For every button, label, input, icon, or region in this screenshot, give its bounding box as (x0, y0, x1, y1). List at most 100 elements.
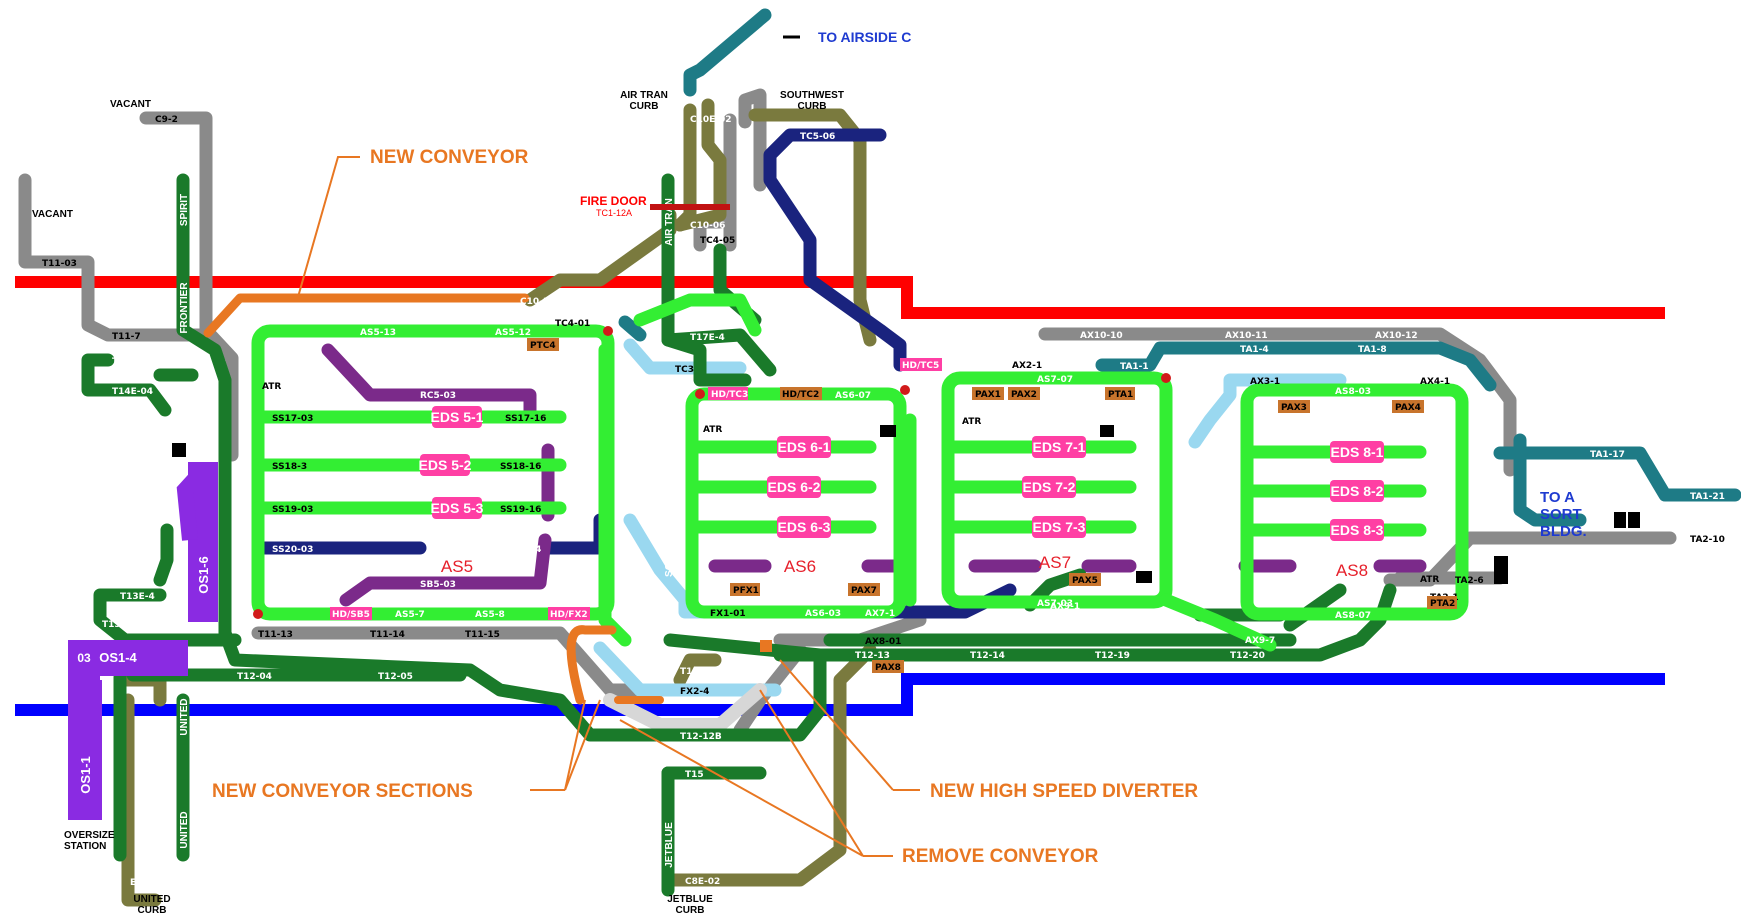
area-as8-label: AS8 (1336, 561, 1368, 580)
seg-tc5-06: TC5-06 (800, 132, 835, 142)
label-united-2: UNITED (179, 811, 190, 848)
seg-fx2-4: FX2-4 (680, 687, 709, 697)
seg-ta1-17: TA1-17 (1590, 450, 1625, 460)
eds-6-3-label: EDS 6-3 (778, 519, 831, 535)
seg-t12-19: T12-19 (1095, 651, 1130, 661)
callout-remove-conveyor: REMOVE CONVEYOR (902, 846, 1099, 867)
seg-ss20-03: SS20-03 (272, 545, 313, 555)
oversize-station-label: OVERSIZESTATION (64, 830, 115, 852)
seg-e-024: E-024 (130, 878, 159, 888)
eds-7-1-label: EDS 7-1 (1033, 439, 1086, 455)
seg-ta1-1: TA1-1 (1120, 362, 1149, 372)
seg-t12-14: T12-14 (970, 651, 1005, 661)
seg-t12-05: T12-05 (378, 672, 413, 682)
seg-c9-2: C9-2 (155, 115, 178, 125)
seg-ax9-7: AX9-7 (1245, 636, 1275, 646)
seg-ax9-1: AX9-1 (1050, 602, 1080, 612)
seg-as5-13: AS5-13 (360, 328, 396, 338)
seg-ax10-12: AX10-12 (1375, 331, 1418, 341)
seg-tc4-05: TC4-05 (700, 236, 735, 246)
tag-pfx1: PFX1 (733, 586, 759, 596)
eds-6-2-label: EDS 6-2 (768, 479, 821, 495)
seg-as5-7: AS5-7 (395, 610, 425, 620)
vacant-top-label: VACANT (110, 99, 151, 110)
os1-1-label: OS1-1 (78, 756, 93, 794)
tag-hd-tc3: HD/TC3 (711, 390, 748, 400)
eds-8-3-label: EDS 8-3 (1331, 522, 1384, 538)
eds-6-1-label: EDS 6-1 (778, 439, 831, 455)
seg-ax7-1: AX7-1 (865, 609, 895, 619)
tag-pax2: PAX2 (1011, 390, 1037, 400)
seg-c8e-02: C8E-02 (685, 877, 720, 887)
seg-ax10-10: AX10-10 (1080, 331, 1123, 341)
tag-ptc4: PTC4 (530, 341, 556, 351)
seg-rc5-03: RC5-03 (420, 391, 456, 401)
united-curb-label: UNITEDCURB (133, 894, 170, 916)
seg-atr-as7: ATR (962, 417, 981, 427)
seg-atr-as5: ATR (262, 382, 281, 392)
seg-ta1-4: TA1-4 (1240, 345, 1269, 355)
tag-pax1: PAX1 (975, 390, 1001, 400)
eds-5-3-label: EDS 5-3 (431, 500, 484, 516)
label-united-1: UNITED (179, 698, 190, 735)
seg-c10e-02: C10E-02 (690, 115, 732, 125)
eds-5-2-label: EDS 5-2 (419, 457, 472, 473)
tag-pax5: PAX5 (1072, 576, 1098, 586)
area-as6-label: AS6 (784, 557, 816, 576)
seg-c10-06: C10-06 (690, 221, 725, 231)
seg-t16-08: T16-08 (680, 667, 715, 677)
seg-t11-7: T11-7 (112, 332, 141, 342)
seg-fx1-01: FX1-01 (710, 609, 746, 619)
os1-6-label: OS1-6 (196, 556, 211, 594)
label-frontier: FRONTIER (179, 282, 190, 334)
seg-atr-as6: ATR (703, 425, 722, 435)
os1-1-block (68, 680, 102, 820)
eds-5-1-label: EDS 5-1 (431, 409, 484, 425)
fire-door-id-label: TC1-12A (596, 208, 632, 218)
seg-ss19-16: SS19-16 (500, 505, 541, 515)
seg-t15: T15 (685, 770, 704, 780)
os-03-label: 03 (77, 651, 91, 665)
label-southwest: SOUTHWEST (664, 513, 675, 577)
seg-ax2-1: AX2-1 (1012, 361, 1042, 371)
seg-t17e-4: T17E-4 (690, 333, 725, 343)
label-spirit: SPIRIT (179, 194, 190, 226)
seg-ta1-8: TA1-8 (1358, 345, 1387, 355)
seg-t13-07: T13-07 (102, 620, 137, 630)
tag-pax3: PAX3 (1281, 403, 1307, 413)
seg-t13e-4: T13E-4 (120, 592, 155, 602)
seg-as6-07: AS6-07 (835, 391, 871, 401)
seg-t11-13: T11-13 (258, 630, 293, 640)
tag-pta2: PTA2 (1430, 599, 1455, 609)
eds-7-2-label: EDS 7-2 (1023, 479, 1076, 495)
seg-t12-04: T12-04 (237, 672, 272, 682)
seg-ss18-3: SS18-3 (272, 462, 307, 472)
to-airside-c-label: TO AIRSIDE C (818, 29, 911, 45)
eds-8-2-label: EDS 8-2 (1331, 483, 1384, 499)
seg-t11-14: T11-14 (370, 630, 405, 640)
callout-new-high-speed-diverter: NEW HIGH SPEED DIVERTER (930, 781, 1198, 802)
seg-as7-07: AS7-07 (1037, 375, 1073, 385)
seg-as8-07: AS8-07 (1335, 611, 1371, 621)
seg-ss17-03: SS17-03 (272, 414, 313, 424)
eds-7-3-label: EDS 7-3 (1033, 519, 1086, 535)
seg-as8-03: AS8-03 (1335, 387, 1371, 397)
vacant-left-label: VACANT (32, 209, 73, 220)
seg-ax8-01: AX8-01 (865, 637, 901, 647)
seg-atr-as8: ATR (1420, 575, 1439, 585)
seg-t11-15: T11-15 (465, 630, 500, 640)
seg-ax4-1: AX4-1 (1420, 377, 1450, 387)
seg-ss20-14: SS20-14 (500, 545, 541, 555)
seg-ax10-11: AX10-11 (1225, 331, 1268, 341)
seg-t12-12b: T12-12B (680, 732, 722, 742)
seg-ax3-1: AX3-1 (1250, 377, 1280, 387)
to-a-sort-label: TO ASORTBLDG. (1540, 489, 1587, 540)
seg-as5-12: AS5-12 (495, 328, 531, 338)
tag-pax7: PAX7 (851, 586, 877, 596)
seg-t14e-04: T14E-04 (112, 387, 153, 397)
tag-hd-tc5: HD/TC5 (902, 361, 939, 371)
callout-new-conveyor: NEW CONVEYOR (370, 147, 529, 168)
seg-t14-6: T14-6 (112, 357, 141, 367)
